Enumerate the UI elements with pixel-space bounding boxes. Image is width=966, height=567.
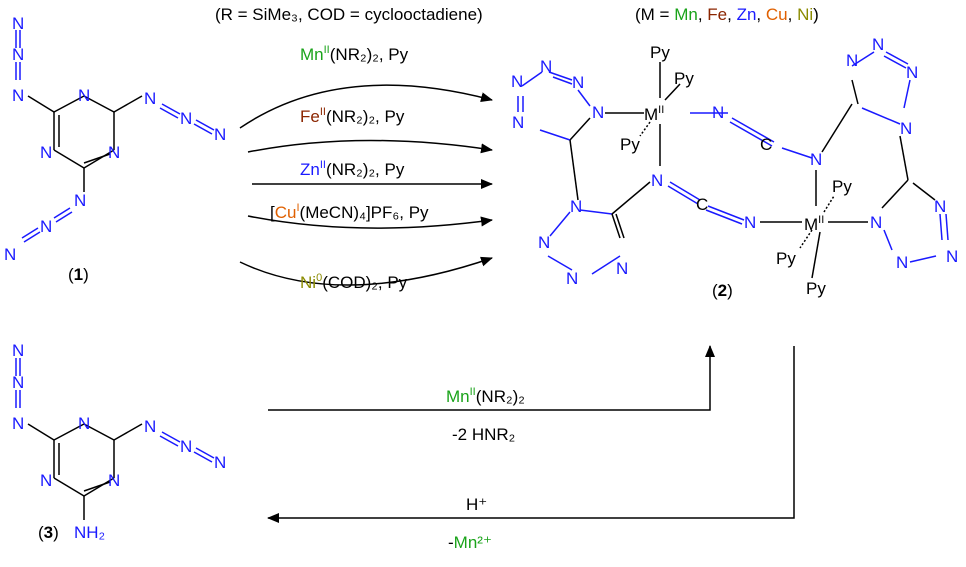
atom-n: N [896,253,908,272]
atom-n: N [12,414,24,433]
reagent-cu: [CuI(MeCN)₄]PF₆, Py [270,202,429,222]
atom-n: N [572,73,584,92]
atom-n: N [180,109,192,128]
atom-n: N [12,86,24,105]
atom-n: N [214,125,226,144]
compound-3-atoms: N N N N N N N N N NH₂ [12,341,226,542]
compound-2-label: (2) [712,281,733,300]
reagent-fe: FeII(NR₂)₂, Py [300,106,405,126]
atom-n: N [651,171,663,190]
atom-n: N [846,51,858,70]
atom-n: N [108,143,120,162]
atom-n: N [906,63,918,82]
pyridine-ligand: Py [650,43,670,62]
atom-n: N [144,417,156,436]
atom-n: N [934,197,946,216]
atom-n: N [900,119,912,138]
atom-n: N [12,373,24,392]
atom-n: N [108,471,120,490]
forward-byproduct: -2 HNR₂ [452,425,515,444]
pyridine-ligand: Py [806,279,826,298]
compound-2-atoms: N N N N N N N N N N N N N C C N N N N N … [511,35,958,298]
pyridine-ligand: Py [674,69,694,88]
compound-1-label: (1) [68,265,89,284]
atom-n: N [870,213,882,232]
compound-1-atoms: N N N N N N N N N N N N [4,14,226,264]
atom-c: C [696,195,708,214]
metal-legend: (M = Mn, Fe, Zn, Cu, Ni) [635,5,819,24]
atom-n: N [180,437,192,456]
reverse-byproduct: -Mn²⁺ [448,533,492,552]
atom-n: N [810,150,822,169]
compound-3-label: (3) [38,523,59,542]
atom-n: N [712,103,724,122]
atom-n: N [570,197,582,216]
atom-n: N [616,259,628,278]
atom-n: N [78,86,90,105]
forward-reagent: MnII(NR₂)₂ [446,386,525,406]
atom-n: N [214,453,226,472]
metal-center-lower: MII [804,214,824,234]
abbreviation-definitions: (R = SiMe₃, COD = cyclooctadiene) [215,5,483,24]
amino-group: NH₂ [74,523,105,542]
pyridine-ligand: Py [832,177,852,196]
pyridine-ligand: Py [620,135,640,154]
atom-n: N [538,233,550,252]
compound-1-structure [15,30,215,243]
compound-3-structure [15,358,215,520]
reagent-ni: Ni0(COD)₂, Py [300,272,408,292]
reagent-mn: MnII(NR₂)₂, Py [300,44,409,64]
atom-n: N [592,103,604,122]
atom-n: N [946,247,958,266]
lower-arrows [267,345,795,523]
pyridine-ligand: Py [776,249,796,268]
atom-n: N [74,191,86,210]
atom-n: N [78,414,90,433]
atom-n: N [540,57,552,76]
atom-n: N [512,113,524,132]
atom-n: N [4,245,16,264]
atom-n: N [511,72,523,91]
atom-n: N [12,45,24,64]
atom-n: N [12,14,24,33]
atom-n: N [144,89,156,108]
metal-center-upper: MII [644,104,664,124]
reverse-reagent: H⁺ [466,495,487,514]
reagent-zn: ZnII(NR₂)₂, Py [300,159,405,179]
compound-2-structure [517,51,949,279]
atom-n: N [872,35,884,54]
atom-n: N [40,471,52,490]
reagent-labels: MnII(NR₂)₂, Py FeII(NR₂)₂, Py ZnII(NR₂)₂… [270,44,429,292]
atom-n: N [40,143,52,162]
atom-c: C [760,135,772,154]
atom-n: N [744,213,756,232]
atom-n: N [40,217,52,236]
atom-n: N [12,341,24,360]
atom-n: N [566,269,578,288]
upper-arrows [239,84,493,286]
